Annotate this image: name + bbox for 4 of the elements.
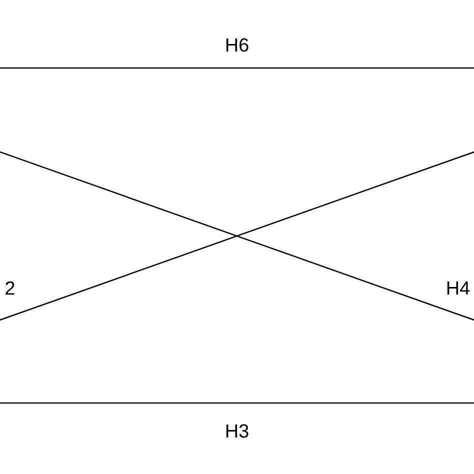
line-label: H6: [226, 38, 248, 52]
line-label: 2: [6, 281, 14, 295]
line-label: H3: [226, 424, 248, 438]
line-label: H4: [447, 281, 470, 295]
